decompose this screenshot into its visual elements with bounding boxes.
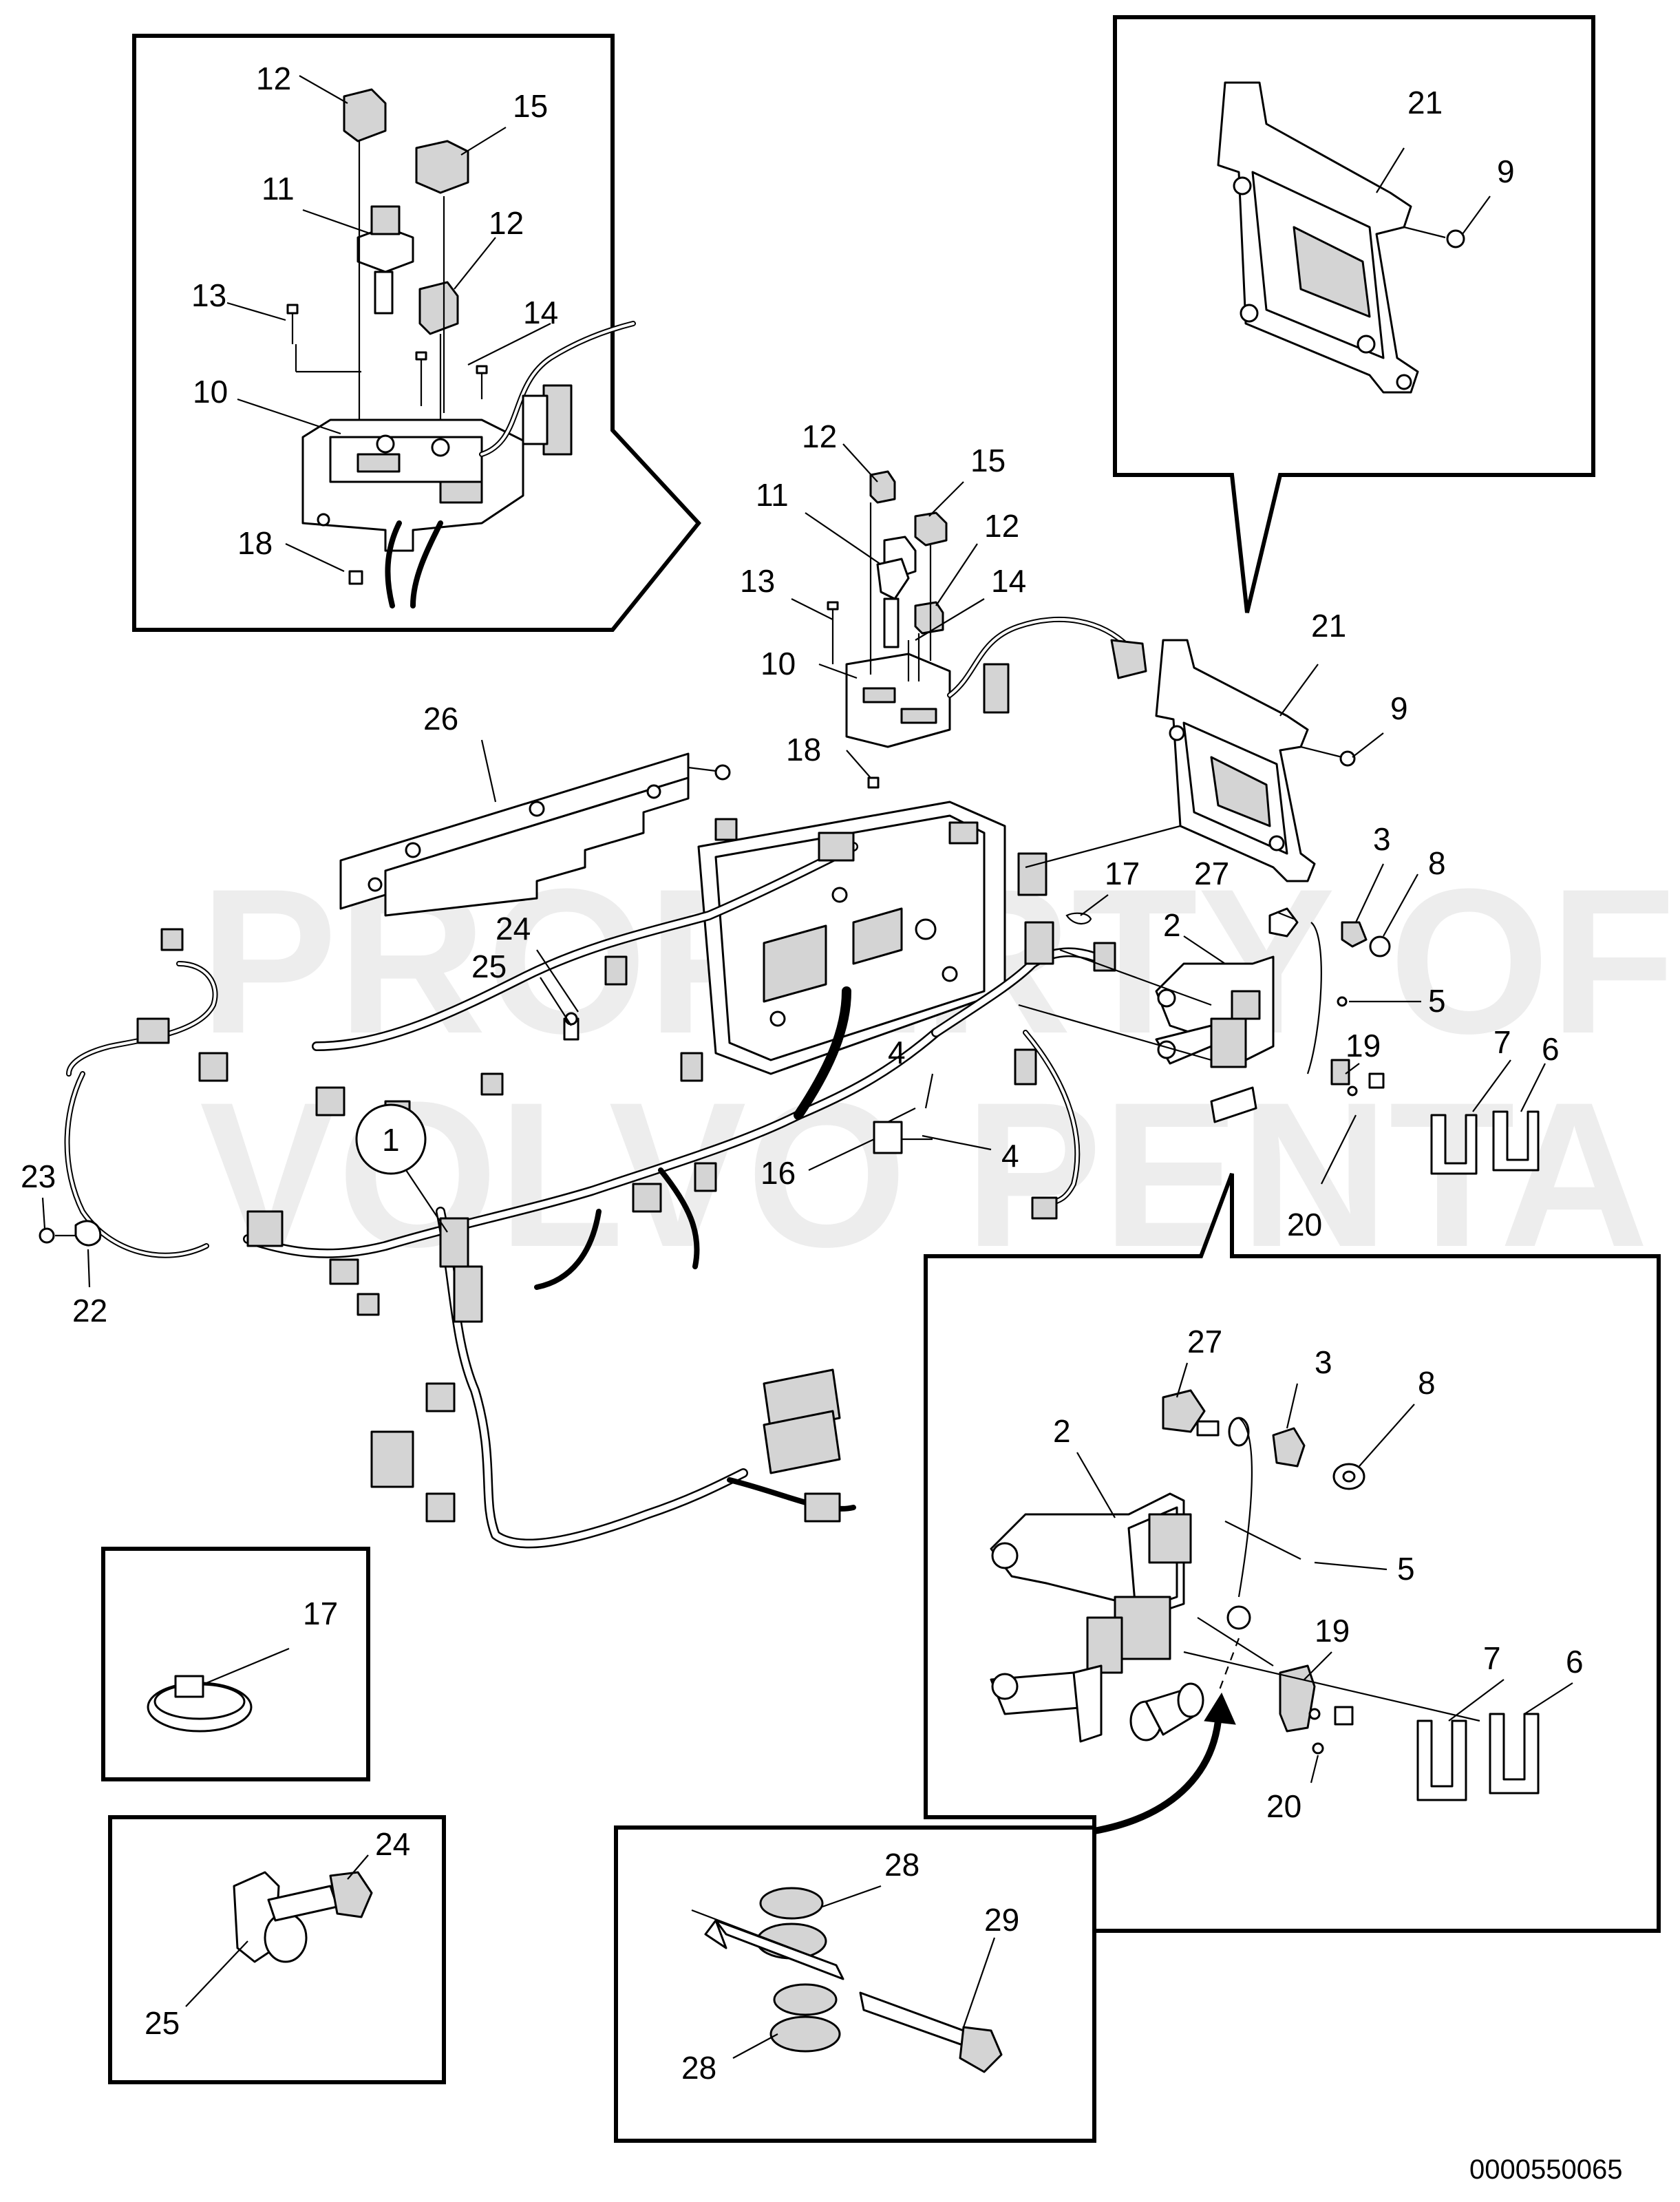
callout-28: 28 [884,1847,919,1883]
inset-bracket-detail: 21 9 [1113,15,1595,613]
callout-2: 2 [1163,907,1181,943]
callout-16: 16 [761,1155,796,1191]
callout-28: 28 [681,2050,716,2086]
callout-27: 27 [1194,856,1229,891]
callout-8: 8 [1418,1365,1436,1401]
callout-29: 29 [984,1902,1019,1938]
callout-10: 10 [193,374,228,410]
callout-14: 14 [523,295,558,330]
callout-2: 2 [1053,1413,1071,1449]
callout-13: 13 [740,563,775,599]
callout-17: 17 [303,1596,338,1631]
callout-18: 18 [237,525,273,561]
callout-7: 7 [1483,1640,1501,1676]
callout-20: 20 [1266,1788,1301,1824]
callout-1: 1 [382,1122,400,1158]
callout-24: 24 [496,911,531,946]
callout-12: 12 [984,508,1019,544]
callout-4: 4 [888,1035,906,1070]
callout-15: 15 [970,443,1006,478]
inset-control-unit-detail: 12 15 11 12 13 14 10 18 [132,34,701,632]
callout-13: 13 [191,277,226,313]
callout-3: 3 [1315,1344,1332,1380]
callout-9: 9 [1390,690,1408,726]
callout-7: 7 [1493,1024,1511,1060]
callout-5: 5 [1428,983,1446,1019]
callout-26: 26 [423,701,458,737]
callout-9: 9 [1497,153,1515,189]
callout-22: 22 [72,1293,107,1328]
callout-5: 5 [1397,1551,1415,1587]
inset-grommet-detail: 28 29 28 [614,1825,1096,2143]
drawing-reference-number: 0000550065 [1469,2155,1622,2185]
callout-27: 27 [1187,1324,1222,1359]
callout-6: 6 [1542,1031,1560,1067]
inset-clamp-detail: 24 25 [108,1815,446,2084]
callout-15: 15 [513,88,548,124]
callout-10: 10 [761,646,796,681]
callout-21: 21 [1407,85,1443,120]
callout-circle-1 [355,1103,427,1175]
inset-bracket-2-detail: 27 3 8 2 5 19 7 6 20 [924,1172,1661,1933]
callout-6: 6 [1566,1644,1584,1680]
callout-25: 25 [145,2005,180,2041]
callout-14: 14 [991,563,1026,599]
callout-11: 11 [262,171,295,207]
callout-19: 19 [1346,1028,1381,1063]
main-assembly: 1 12 15 11 12 13 14 [21,419,1560,1549]
callout-25: 25 [471,949,507,984]
callout-19: 19 [1315,1613,1350,1649]
inset-cable-tie-detail: 17 [101,1547,370,1781]
callout-17: 17 [1105,856,1140,891]
callout-11: 11 [756,477,789,513]
callout-24: 24 [375,1826,410,1862]
callout-12: 12 [802,419,837,454]
callout-3: 3 [1373,821,1391,857]
callout-12: 12 [489,205,524,241]
callout-18: 18 [786,732,821,767]
callout-8: 8 [1428,845,1446,881]
callout-23: 23 [21,1158,56,1194]
callout-21: 21 [1311,608,1346,644]
callout-12: 12 [256,61,291,96]
callout-20: 20 [1287,1207,1322,1242]
callout-4: 4 [1001,1138,1019,1174]
